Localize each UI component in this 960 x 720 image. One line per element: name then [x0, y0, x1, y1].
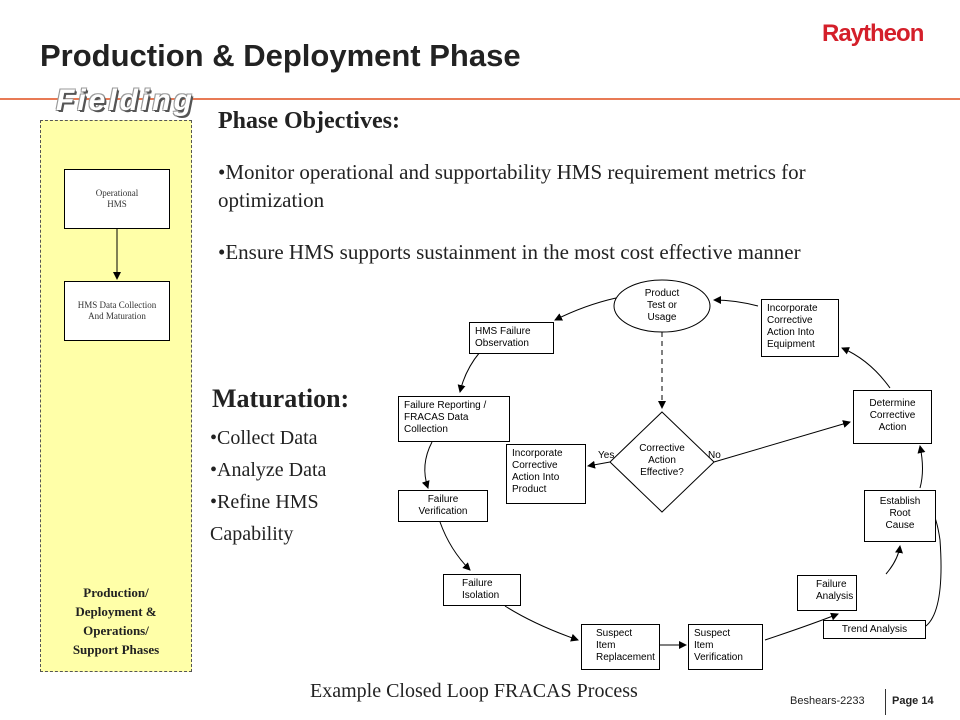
- no-label: No: [708, 450, 721, 461]
- objective-bullet-1: •Monitor operational and supportability …: [218, 160, 806, 212]
- incorporate-equipment-box: Incorporate Corrective Action Into Equip…: [761, 299, 839, 357]
- decision-node: [609, 411, 715, 513]
- suspect-verification-box: Suspect Item Verification: [688, 624, 763, 670]
- failure-verification-box: Failure Verification: [398, 490, 488, 522]
- maturation-item: •Collect Data: [210, 427, 318, 449]
- suspect-replacement-box: Suspect Item Replacement: [581, 624, 660, 670]
- failure-reporting-box: Failure Reporting / FRACAS Data Collecti…: [398, 396, 510, 442]
- yes-label: Yes: [598, 450, 615, 461]
- header-rule: [0, 98, 960, 100]
- fielding-banner: Fielding: [56, 84, 195, 117]
- determine-corrective-box: Determine Corrective Action: [853, 390, 932, 444]
- footer-separator: [885, 689, 886, 715]
- maturation-item: •Analyze Data: [210, 459, 327, 481]
- hms-data-collection-box: HMS Data Collection And Maturation: [64, 281, 170, 341]
- trend-analysis-box: Trend Analysis: [823, 620, 926, 639]
- maturation-item: •Refine HMS: [210, 491, 319, 513]
- hms-failure-observation-box: HMS Failure Observation: [469, 322, 554, 354]
- footer-author: Beshears-2233: [790, 695, 865, 707]
- objective-bullet-2: •Ensure HMS supports sustainment in the …: [218, 240, 801, 264]
- decision-label: Corrective Action Effective?: [639, 443, 685, 478]
- product-test-label: Product Test or Usage: [644, 288, 680, 323]
- operational-hms-box: Operational HMS: [64, 169, 170, 229]
- page-title: Production & Deployment Phase: [40, 38, 521, 73]
- objectives-heading: Phase Objectives:: [218, 108, 400, 134]
- failure-analysis-box: Failure Analysis: [797, 575, 857, 611]
- establish-root-box: Establish Root Cause: [864, 490, 936, 542]
- raytheon-logo: Raytheon: [822, 20, 924, 47]
- maturation-item: Capability: [210, 523, 294, 545]
- phase-panel: Operational HMS HMS Data Collection And …: [40, 120, 192, 672]
- sidebar-arrow: [113, 228, 121, 280]
- diagram-caption: Example Closed Loop FRACAS Process: [310, 680, 638, 702]
- panel-caption: Production/ Deployment & Operations/ Sup…: [72, 585, 160, 657]
- maturation-heading: Maturation:: [212, 384, 350, 413]
- failure-isolation-box: Failure Isolation: [443, 574, 521, 606]
- page-number: Page 14: [892, 695, 934, 707]
- incorporate-product-box: Incorporate Corrective Action Into Produ…: [506, 444, 586, 504]
